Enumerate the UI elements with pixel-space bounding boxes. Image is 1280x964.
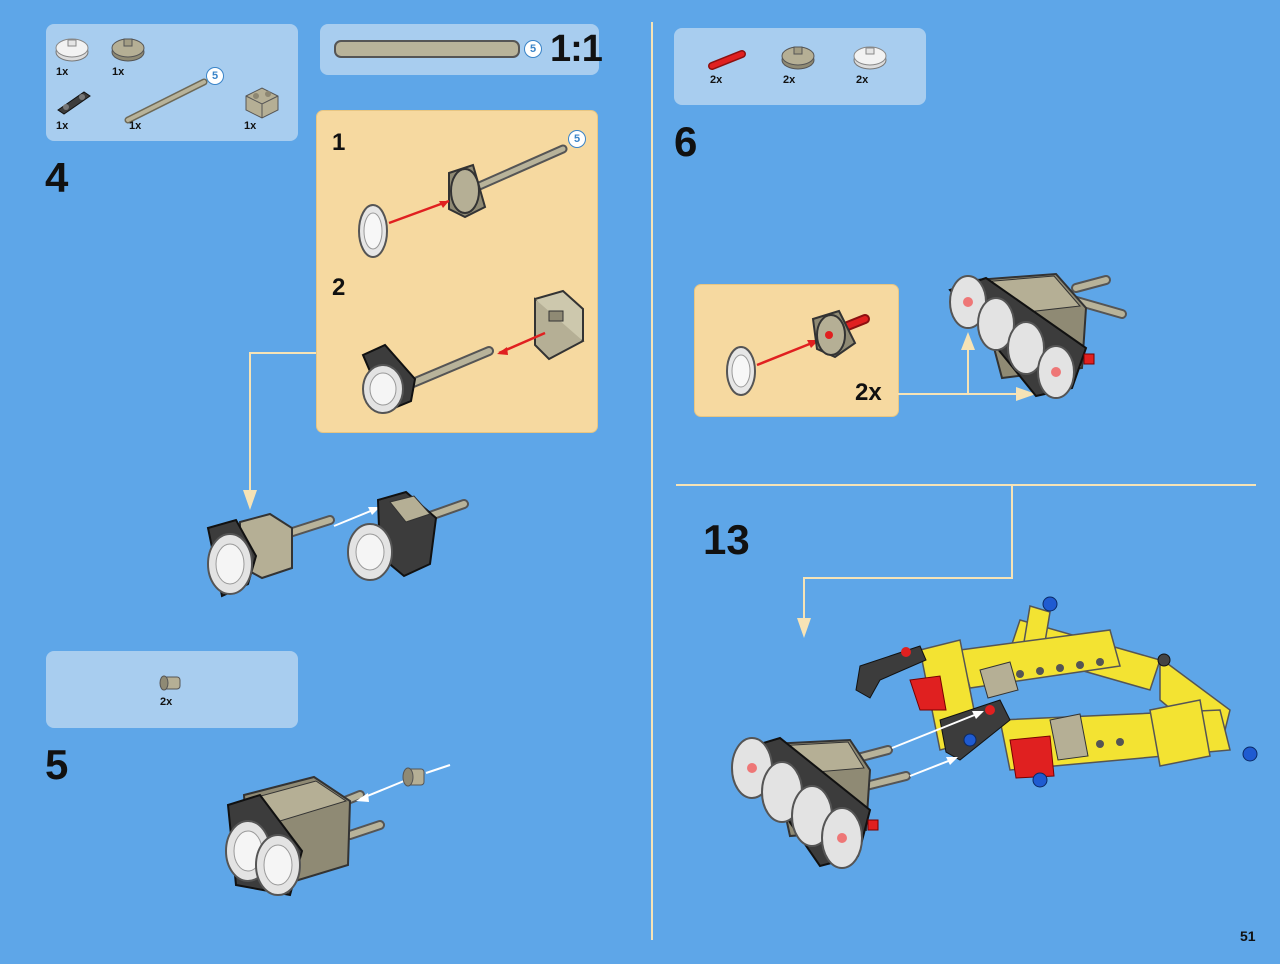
subassembly-illustration bbox=[726, 309, 870, 396]
part-qty: 1x bbox=[112, 66, 125, 78]
part-qty: 1x bbox=[244, 120, 257, 132]
technic-lever-icon bbox=[57, 91, 91, 115]
brick-1x2-icon bbox=[245, 87, 279, 119]
substep-number: 1 bbox=[332, 129, 346, 156]
subassembly-panel: 2x bbox=[694, 284, 899, 417]
round-plate-gray-icon bbox=[111, 38, 145, 62]
scale-callout: 5 1:1 bbox=[320, 24, 603, 75]
connector-line bbox=[898, 332, 1036, 401]
step-divider bbox=[676, 484, 1256, 486]
step-number: 13 bbox=[703, 516, 750, 563]
column-divider bbox=[651, 22, 653, 940]
step5-illustration bbox=[225, 764, 451, 897]
page-number: 51 bbox=[1240, 928, 1256, 944]
round-plate-clear-icon bbox=[853, 46, 887, 70]
part-qty: 2x bbox=[160, 696, 173, 708]
multiplier-label: 2x bbox=[855, 379, 882, 406]
axle-red-icon bbox=[708, 50, 746, 70]
axle-5-icon bbox=[124, 78, 208, 124]
axle-scale-graphic bbox=[334, 40, 520, 58]
part-qty: 2x bbox=[710, 74, 723, 86]
parts-callout-step5: 2x bbox=[46, 651, 298, 728]
round-plate-gray-icon bbox=[781, 46, 815, 70]
parts-callout-step4: 1x 1x 1x 5 1x 1x bbox=[46, 24, 298, 141]
connector-line bbox=[797, 486, 1013, 638]
parts-callout-step6: 2x 2x 2x bbox=[674, 28, 926, 105]
step13-illustration bbox=[731, 596, 1258, 869]
step-number: 6 bbox=[674, 118, 698, 165]
part-qty: 2x bbox=[783, 74, 796, 86]
round-plate-clear-icon bbox=[55, 38, 89, 62]
part-qty: 1x bbox=[56, 66, 69, 78]
part-qty: 2x bbox=[856, 74, 869, 86]
axle-length-badge: 5 bbox=[568, 130, 586, 148]
bush-icon bbox=[159, 675, 181, 691]
part-qty: 1x bbox=[56, 120, 69, 132]
substep1-illustration bbox=[358, 144, 568, 258]
axle-length-badge: 5 bbox=[524, 40, 542, 58]
substep-number: 2 bbox=[332, 274, 346, 301]
step-number: 4 bbox=[45, 154, 69, 201]
substep2-illustration bbox=[361, 289, 585, 414]
axle-length-badge: 5 bbox=[206, 67, 224, 85]
connector-line bbox=[243, 352, 316, 510]
scale-label: 1:1 bbox=[550, 28, 603, 70]
part-qty: 1x bbox=[129, 120, 142, 132]
step6-illustration bbox=[948, 272, 1127, 399]
step-number: 5 bbox=[45, 741, 69, 788]
step4-illustration bbox=[206, 490, 469, 598]
subassembly-panel: 1 5 2 bbox=[316, 110, 598, 433]
